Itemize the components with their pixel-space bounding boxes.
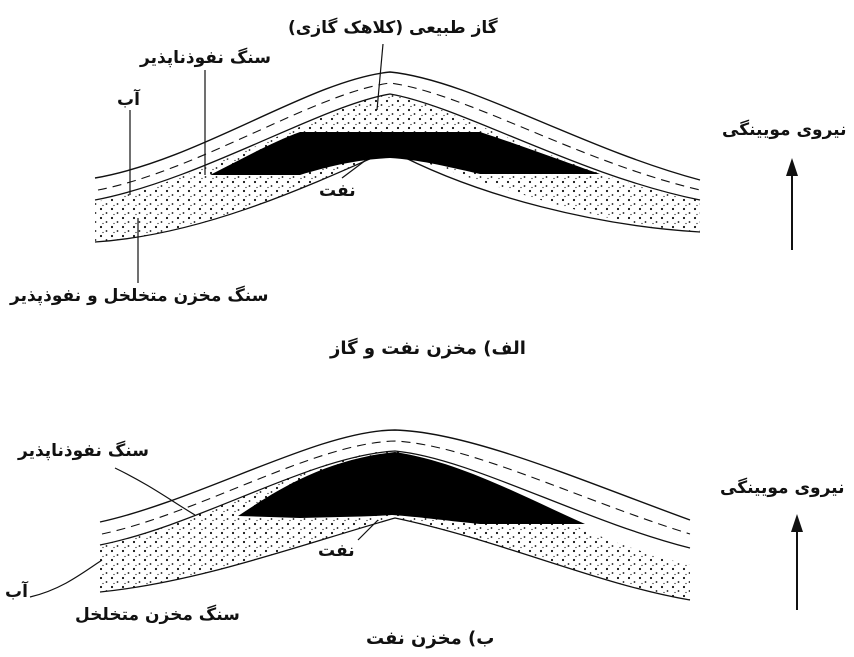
label-porous-rock-a: سنگ مخزن متخلخل و نفوذپذیر	[10, 286, 269, 306]
leader-gas-a	[376, 43, 384, 111]
label-water-b: آب	[5, 582, 28, 602]
cap-rock-dashes-b	[101, 440, 691, 535]
label-impermeable-rock-a: سنگ نفوذناپذیر	[140, 48, 271, 68]
label-oil-b: نفت	[318, 541, 355, 561]
label-impermeable-rock-b: سنگ نفوذناپذیر	[18, 441, 149, 461]
label-capillary-a: نیروی مویینگی	[722, 120, 847, 140]
caption-b: ب) مخزن نفت	[366, 628, 495, 649]
diagram-a	[94, 43, 798, 283]
leader-impermeable-b	[114, 467, 196, 516]
label-capillary-b: نیروی مویینگی	[720, 478, 845, 498]
capillary-arrow-head-a	[786, 158, 798, 176]
label-water-a: آب	[117, 90, 140, 110]
cap-rock-bottom-a	[94, 93, 701, 201]
oil-body-b	[238, 452, 585, 524]
cap-rock-top-b	[99, 429, 691, 523]
label-oil-a: نفت	[319, 181, 356, 201]
porous-rock-bottom-b	[99, 517, 691, 601]
cap-rock-bottom-b	[99, 450, 691, 549]
diagram-b	[29, 429, 803, 610]
caption-a: الف) مخزن نفت و گاز	[330, 338, 526, 359]
label-porous-rock-b: سنگ مخزن متخلخل	[75, 605, 240, 625]
cap-rock-top-a	[94, 71, 701, 181]
leader-oil-a	[341, 159, 367, 179]
cap-rock-dashes-a	[97, 82, 701, 191]
porous-rock-layer-a	[95, 93, 700, 242]
label-natural-gas-a: گاز طبیعی (کلاهک گازی)	[288, 18, 498, 38]
capillary-arrow-head-b	[791, 514, 803, 532]
leader-oil-b	[357, 519, 379, 541]
oil-body-a	[210, 132, 600, 175]
leader-water-b	[29, 559, 103, 598]
